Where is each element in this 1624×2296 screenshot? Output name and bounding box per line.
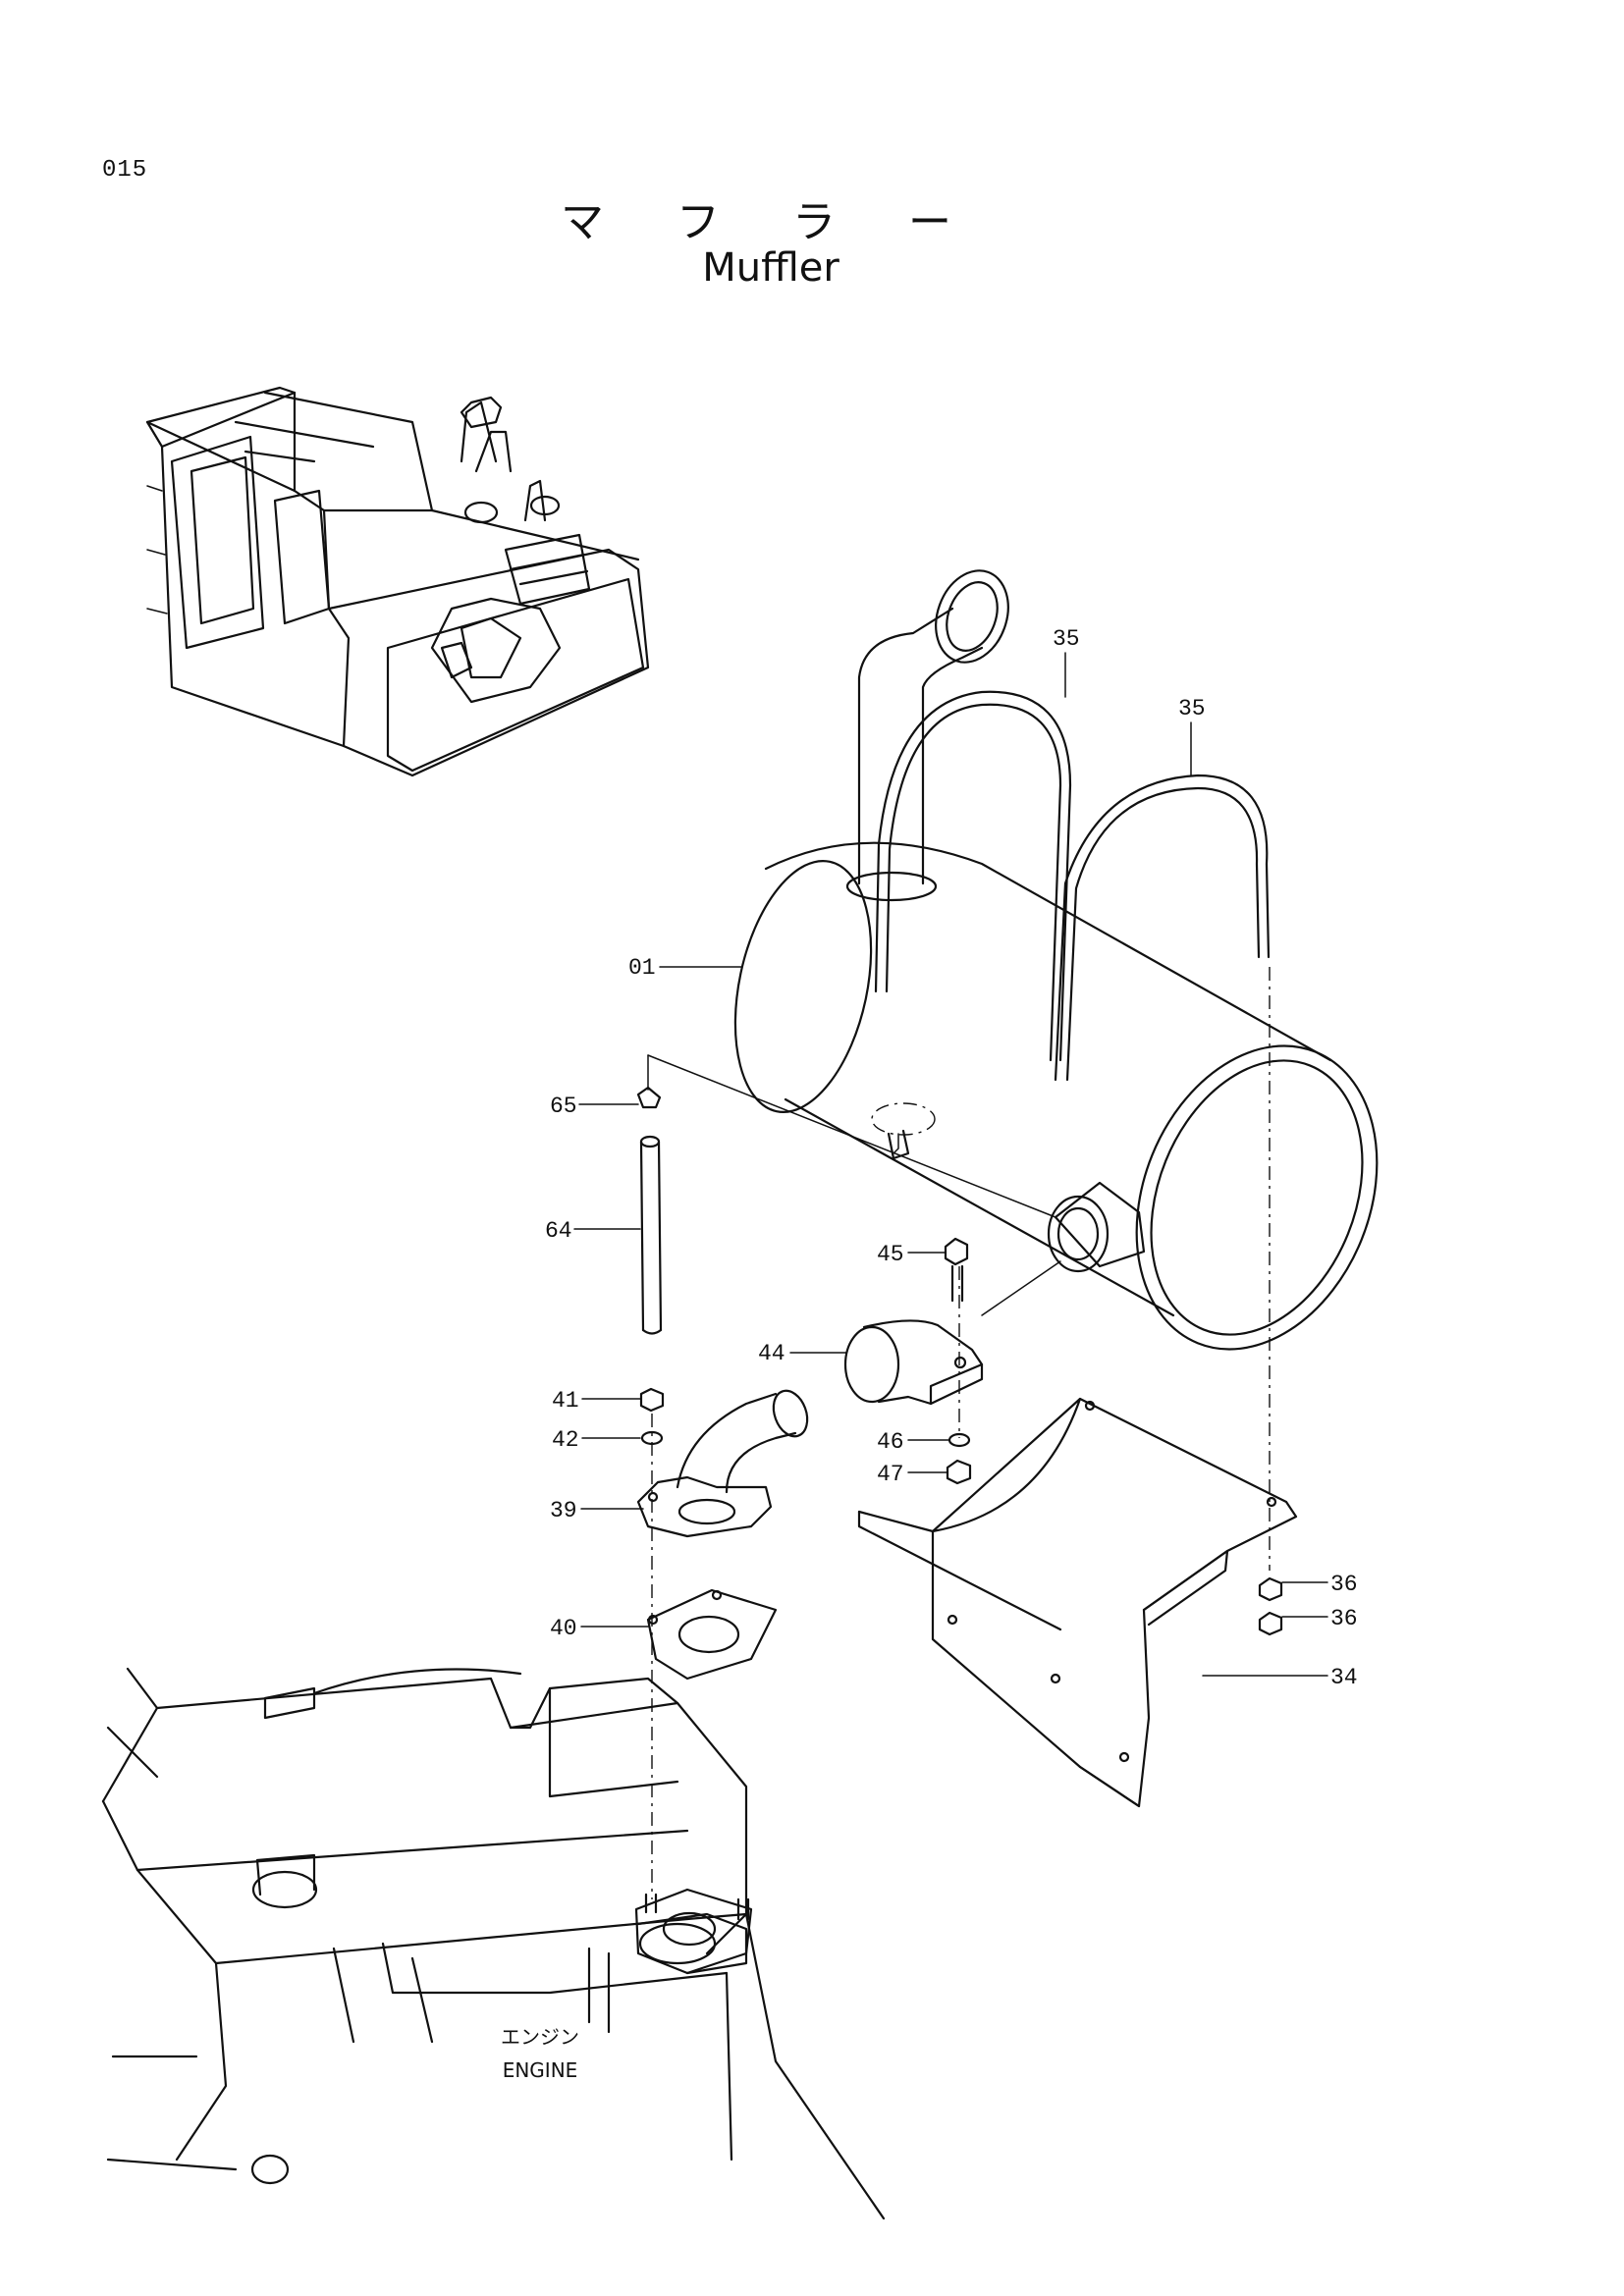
muffler-body: [733, 569, 1379, 1351]
callout-45: 45: [877, 1242, 946, 1267]
svg-text:44: 44: [758, 1341, 785, 1366]
part-65-clip: [636, 1086, 662, 1109]
u-bolt-35-rear: [1054, 774, 1271, 1082]
engine-manifold-flange: [634, 1888, 753, 1975]
svg-text:46: 46: [877, 1429, 904, 1455]
part-40-gasket: [646, 1588, 778, 1681]
callout-34: 34: [1202, 1665, 1358, 1690]
svg-text:01: 01: [628, 955, 656, 981]
callout-35-rear: 35: [1178, 696, 1206, 776]
svg-text:47: 47: [877, 1462, 904, 1487]
svg-text:36: 36: [1330, 1606, 1358, 1631]
svg-text:35: 35: [1053, 626, 1080, 652]
part-36-nut-upper: [1258, 1576, 1283, 1602]
callout-39: 39: [550, 1498, 644, 1523]
part-callouts: 35 35 01 65 64 45: [545, 626, 1358, 1690]
part-41-nut: [639, 1387, 665, 1413]
engine-illustration: [101, 1667, 886, 2220]
page-number: 015: [102, 157, 148, 184]
part-47-nut: [946, 1459, 972, 1485]
part-45-bolt: [944, 1237, 969, 1303]
callout-64: 64: [545, 1218, 641, 1244]
callout-36-upper: 36: [1281, 1572, 1358, 1597]
svg-text:34: 34: [1330, 1665, 1358, 1690]
part-64-rod: [639, 1135, 663, 1335]
callout-65: 65: [550, 1094, 639, 1119]
assembly-center-lines: [647, 967, 1271, 1899]
svg-text:36: 36: [1330, 1572, 1358, 1597]
callout-01: 01: [628, 955, 742, 981]
engine-label-english: ENGINE: [502, 2058, 578, 2082]
u-bolt-35-front: [874, 690, 1072, 1062]
callout-35-front: 35: [1053, 626, 1080, 698]
callout-36-lower: 36: [1281, 1606, 1358, 1631]
part-44-clamp: [843, 1319, 984, 1406]
callout-42: 42: [552, 1427, 641, 1453]
part-46-washer: [947, 1432, 971, 1448]
callout-46: 46: [877, 1429, 949, 1455]
svg-text:35: 35: [1178, 696, 1206, 721]
callout-40: 40: [550, 1616, 649, 1641]
svg-text:39: 39: [550, 1498, 577, 1523]
engine-label-japanese: エンジン: [501, 2025, 579, 2049]
part-36-nut-lower: [1258, 1611, 1283, 1636]
svg-text:41: 41: [552, 1388, 579, 1414]
callout-44: 44: [758, 1341, 847, 1366]
part-39-exhaust-elbow: [636, 1389, 809, 1538]
callout-47: 47: [877, 1462, 947, 1487]
svg-text:45: 45: [877, 1242, 904, 1267]
callout-41: 41: [552, 1388, 641, 1414]
svg-text:64: 64: [545, 1218, 572, 1244]
mounting-bracket: [857, 1397, 1298, 1808]
excavator-overview-illustration: [145, 386, 650, 777]
svg-text:42: 42: [552, 1427, 579, 1453]
svg-text:65: 65: [550, 1094, 577, 1119]
title-english: Muffler: [702, 245, 839, 291]
title-japanese: マ フ ラ ー: [561, 197, 981, 247]
svg-text:40: 40: [550, 1616, 577, 1641]
